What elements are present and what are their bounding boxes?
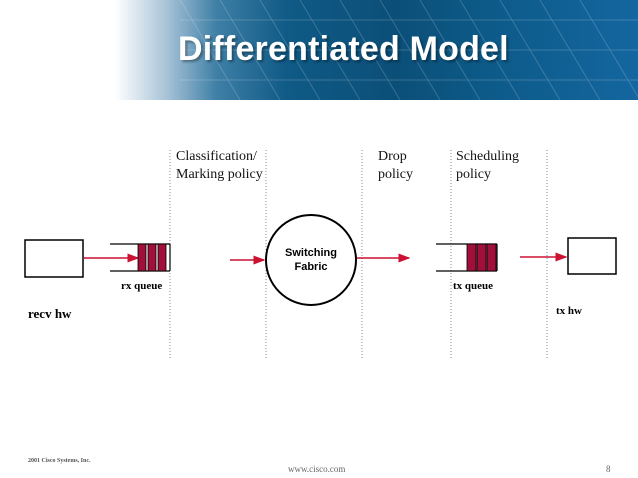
classification-label-line2: Marking policy xyxy=(176,167,263,182)
classification-label: Classification/ Marking policy xyxy=(176,148,263,184)
banner-texture xyxy=(179,0,638,100)
rx-queue-label: rx queue xyxy=(121,280,163,292)
footer-copyright: 2001 Cisco Systems, Inc. xyxy=(28,458,91,464)
switching-fabric-circle xyxy=(265,214,357,306)
tx-hw-label: tx hw xyxy=(556,305,582,317)
classification-label-line1: Classification/ xyxy=(176,149,257,164)
scheduling-policy-label-line1: Scheduling xyxy=(456,149,519,164)
tx-queue xyxy=(436,243,498,272)
recv-hw-box xyxy=(24,239,84,278)
title-banner: Differentiated Model xyxy=(0,0,638,100)
drop-policy-label: Drop policy xyxy=(378,148,413,184)
footer-url: www.cisco.com xyxy=(288,464,346,474)
drop-policy-label-line1: Drop xyxy=(378,149,407,164)
scheduling-policy-label: Scheduling policy xyxy=(456,148,519,184)
tx-hw-box xyxy=(567,237,617,275)
rx-queue xyxy=(110,243,171,272)
recv-hw-label: recv hw xyxy=(28,306,72,321)
page-number: 8 xyxy=(606,464,611,474)
slide-title: Differentiated Model xyxy=(178,30,509,68)
tx-queue-label: tx queue xyxy=(453,280,494,292)
drop-policy-label-line2: policy xyxy=(378,167,413,182)
scheduling-policy-label-line2: policy xyxy=(456,167,491,182)
switching-fabric-label: Switching Fabric xyxy=(285,247,337,273)
